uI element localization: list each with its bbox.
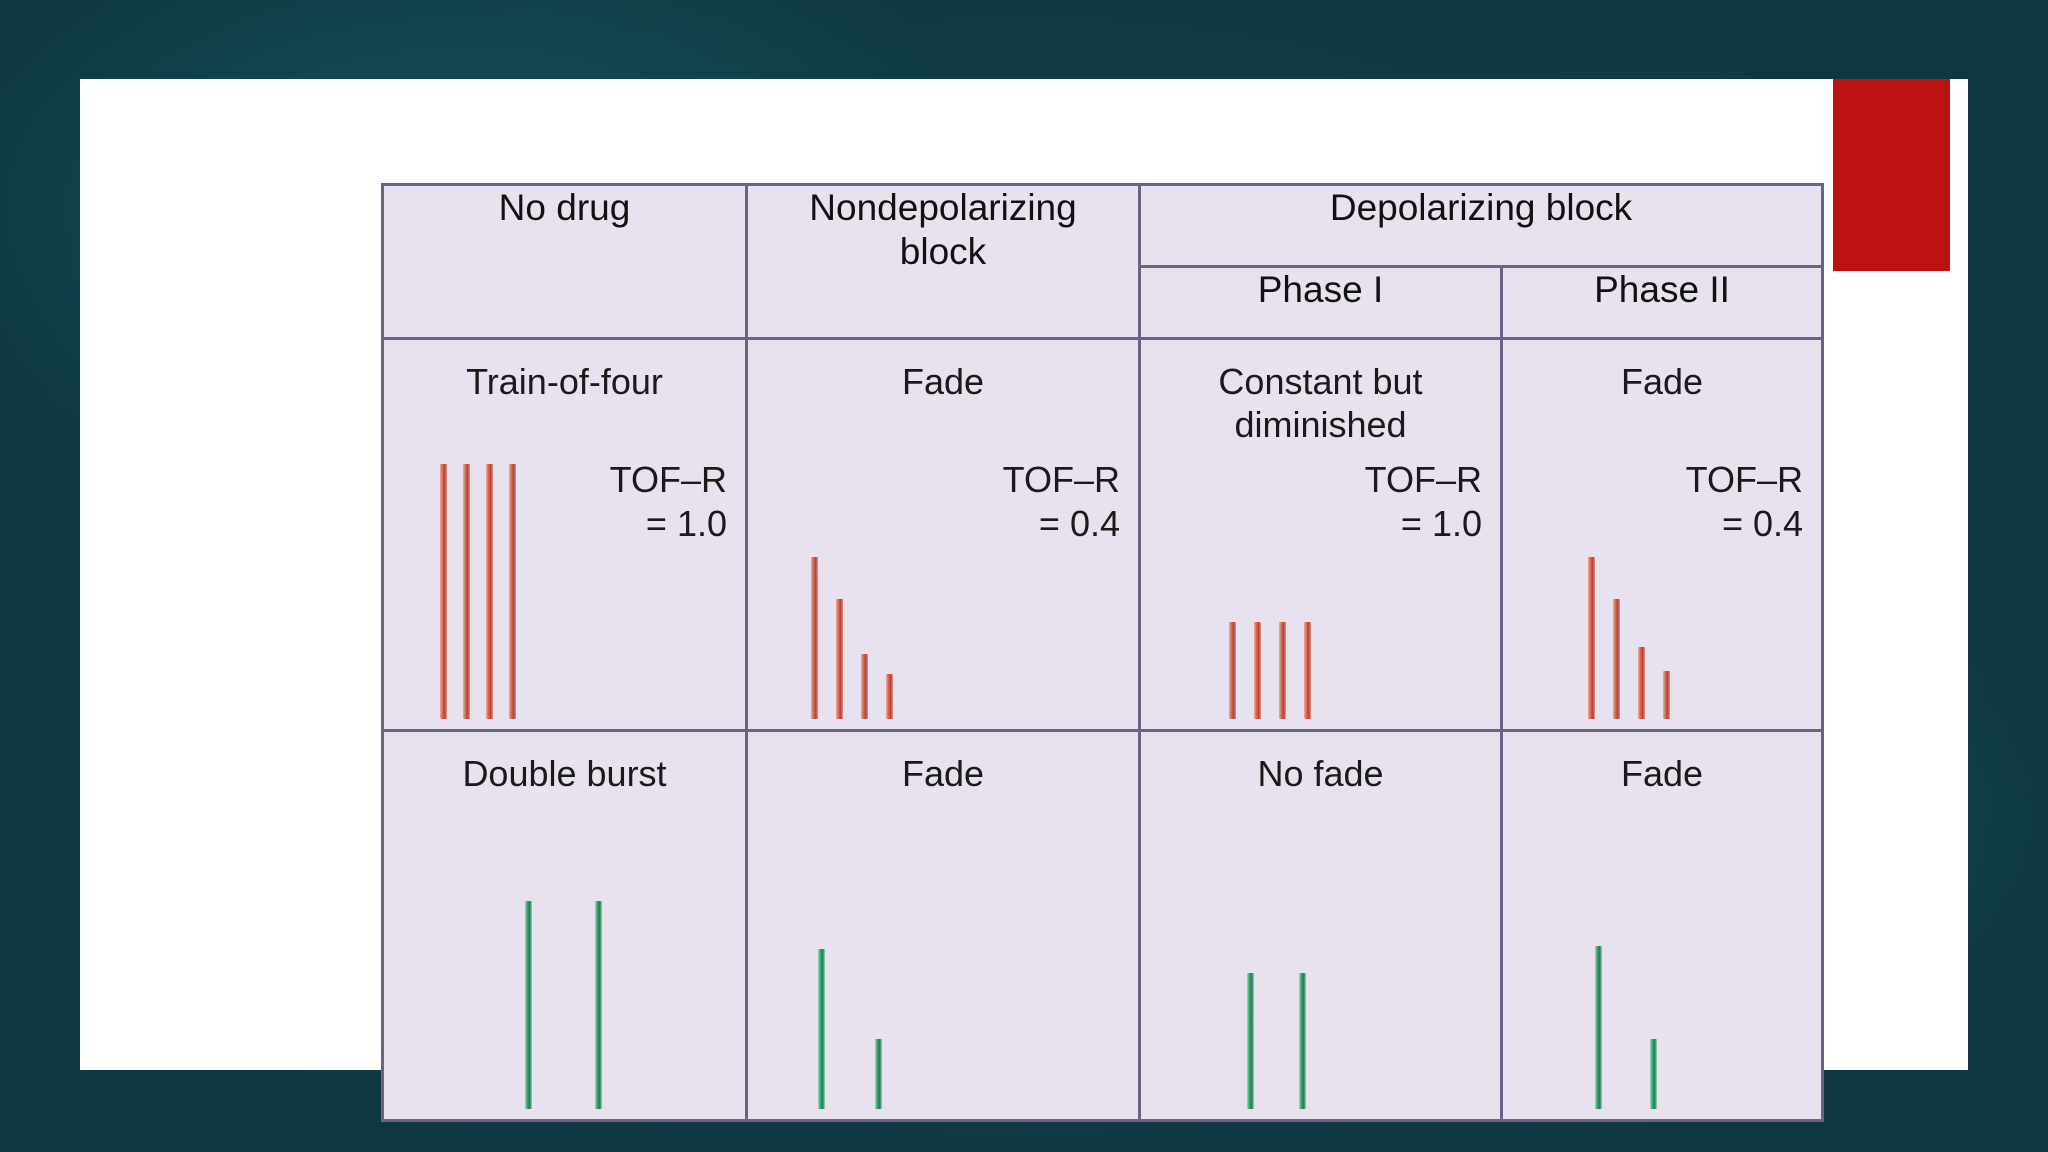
bar-t2 — [836, 599, 843, 719]
cell-tof-no-drug: Train-of-four TOF–R = 1.0 — [381, 337, 748, 732]
header-no-drug: No drug — [381, 183, 748, 340]
header-nondepolarizing-block-label: Nondepolarizing block — [809, 187, 1077, 272]
cell-title: Train-of-four — [466, 361, 663, 402]
bar-t1 — [1229, 622, 1236, 719]
bar-t2 — [1254, 622, 1261, 719]
neuromuscular-monitoring-table: No drug Nondepolarizing block Depolarizi… — [381, 183, 1825, 1122]
bar-t2 — [1613, 599, 1620, 719]
bar-t3 — [1638, 647, 1645, 719]
bar-d2 — [595, 901, 602, 1109]
cell-db-no-drug: Double burst — [381, 729, 748, 1122]
content-card: No drug Nondepolarizing block Depolarizi… — [80, 79, 1968, 1122]
cell-tof-phase-i: Constant but diminished TOF–R = 1.0 — [1138, 337, 1503, 732]
bar-d1 — [525, 901, 532, 1109]
cell-title: Fade — [1620, 361, 1704, 402]
table-row-train-of-four: Train-of-four TOF–R = 1.0 Fade TOF–R = 0… — [381, 337, 1825, 732]
bar-d1 — [1595, 946, 1602, 1109]
db-bar-chart-no-drug — [384, 839, 745, 1109]
tof-ratio-label: TOF–R = 0.4 — [1685, 459, 1804, 544]
bar-t3 — [486, 464, 493, 719]
tof-ratio-label: TOF–R = 1.0 — [609, 459, 727, 544]
bar-d1 — [1247, 973, 1254, 1109]
cell-db-nondepolarizing: Fade — [745, 729, 1141, 1122]
cell-db-phase-i: No fade — [1138, 729, 1503, 1122]
cell-title: Double burst — [462, 753, 667, 794]
header-phase-ii-label: Phase II — [1594, 269, 1730, 310]
db-bar-chart-phase-ii — [1503, 839, 1821, 1109]
table-header-row: No drug Nondepolarizing block Depolarizi… — [381, 183, 1825, 340]
db-bar-chart-nondepolarizing — [748, 839, 1138, 1109]
db-bar-chart-phase-i — [1141, 839, 1500, 1109]
cell-tof-phase-ii: Fade TOF–R = 0.4 — [1499, 337, 1825, 732]
tof-bar-chart-phase-ii — [1503, 434, 1821, 719]
red-accent-rectangle — [1833, 79, 1950, 271]
cell-title: No fade — [1257, 753, 1384, 794]
bar-t2 — [463, 464, 470, 719]
cell-title: Fade — [901, 361, 985, 402]
tof-ratio-label: TOF–R = 0.4 — [1002, 459, 1120, 544]
header-phase-ii: Phase II — [1499, 265, 1825, 340]
header-no-drug-label: No drug — [498, 187, 631, 228]
tof-bar-chart-no-drug — [384, 434, 745, 719]
tof-bar-chart-nondepolarizing — [748, 434, 1138, 719]
bar-d2 — [875, 1039, 882, 1109]
bar-t1 — [811, 557, 818, 719]
header-phase-i: Phase I — [1138, 265, 1503, 340]
header-nondepolarizing-block: Nondepolarizing block — [745, 183, 1141, 340]
bar-d1 — [818, 949, 825, 1109]
bar-t3 — [861, 654, 868, 719]
header-phase-i-label: Phase I — [1257, 269, 1384, 310]
bar-t4 — [1304, 622, 1311, 719]
bar-t1 — [1588, 557, 1595, 719]
cell-title: Fade — [901, 753, 985, 794]
bar-d2 — [1650, 1039, 1657, 1109]
bar-t4 — [509, 464, 516, 719]
header-depolarizing-block: Depolarizing block — [1137, 183, 1825, 268]
cell-title: Constant but diminished — [1218, 361, 1423, 446]
bar-t3 — [1279, 622, 1286, 719]
cell-tof-nondepolarizing: Fade TOF–R = 0.4 — [745, 337, 1141, 732]
bar-t1 — [440, 464, 447, 719]
bar-t4 — [1663, 671, 1670, 719]
tof-ratio-label: TOF–R = 1.0 — [1364, 459, 1482, 544]
tof-bar-chart-phase-i — [1141, 434, 1500, 719]
cell-db-phase-ii: Fade — [1499, 729, 1825, 1122]
table-row-double-burst: Double burst Fade — [381, 729, 1825, 1122]
bar-d2 — [1299, 973, 1306, 1109]
bar-t4 — [886, 674, 893, 719]
table-subheader-row: Phase I Phase II — [383, 265, 1825, 340]
header-depolarizing-block-label: Depolarizing block — [1329, 187, 1633, 228]
cell-title: Fade — [1620, 753, 1704, 794]
